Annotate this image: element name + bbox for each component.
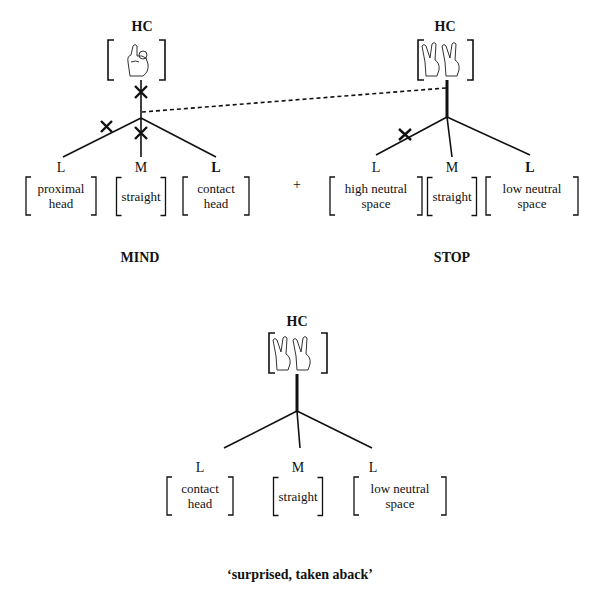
feature-bracket <box>274 478 323 516</box>
tree-branch <box>63 80 530 448</box>
handshape-icon <box>273 337 310 371</box>
segment-label: M <box>135 160 147 175</box>
feature-bracket <box>354 477 446 515</box>
segment-label: M <box>292 460 304 475</box>
feature-value: low neutral space <box>491 181 573 211</box>
feature-bracket <box>486 177 578 215</box>
feature-bracket <box>428 178 477 216</box>
handshape-icon <box>128 45 148 77</box>
segment-label: L <box>372 160 381 175</box>
feature-value: straight <box>122 189 161 204</box>
feature-bracket <box>167 477 233 515</box>
plus-sign: + <box>293 177 301 192</box>
feature-value: straight <box>279 489 318 504</box>
handshape-icon <box>422 43 459 77</box>
feature-bracket <box>330 177 422 215</box>
feature-value: contact head <box>188 181 244 211</box>
segment-label: M <box>446 160 458 175</box>
segment-label: L <box>196 460 205 475</box>
segment-label: L <box>369 460 378 475</box>
feature-bracket <box>117 178 166 216</box>
hc-bracket <box>418 40 473 80</box>
segment-label: L <box>525 160 534 175</box>
hc-bracket <box>108 40 165 80</box>
feature-value: proximal head <box>31 181 91 211</box>
feature-value: contact head <box>172 481 228 511</box>
segment-label: L <box>57 160 66 175</box>
hc-bracket <box>269 333 327 373</box>
segment-label: L <box>211 160 220 175</box>
hc-label: HC <box>132 19 153 34</box>
hc-label: HC <box>435 19 456 34</box>
feature-bracket <box>183 177 249 215</box>
sign-gloss: STOP <box>434 250 470 265</box>
spreading-line <box>142 88 446 112</box>
feature-value: low neutral space <box>359 481 441 511</box>
feature-bracket <box>26 177 96 215</box>
sign-gloss: MIND <box>121 250 160 265</box>
compound-gloss: ‘surprised, taken aback’ <box>227 567 373 582</box>
feature-value: high neutral space <box>335 181 417 211</box>
feature-value: straight <box>433 189 472 204</box>
hc-label: HC <box>287 314 308 329</box>
delink-mark <box>101 86 411 140</box>
